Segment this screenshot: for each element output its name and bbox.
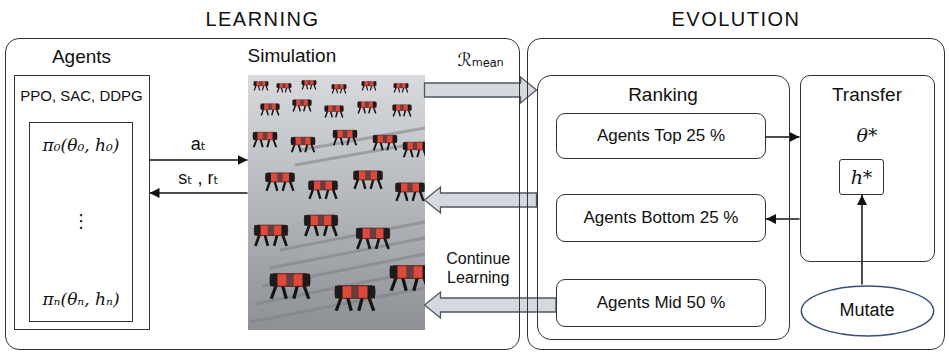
robot-figure <box>403 142 425 157</box>
edge-label-anchor: aₜ <box>177 134 221 156</box>
robot-figure <box>356 228 389 249</box>
rank-group-box: Agents Top 25 % <box>556 113 766 159</box>
agents-box: AgentsPPO, SAC, DDPGπ₀(θ₀, h₀)⋮πₙ(θₙ, hₙ… <box>14 75 150 330</box>
robot-figure <box>261 104 280 116</box>
robot-figure <box>270 274 310 299</box>
group-label: Agents Top 25 % <box>597 126 725 146</box>
robot-figure <box>304 215 337 236</box>
robot-figure <box>358 102 377 114</box>
robot-figure <box>325 106 344 118</box>
ellipse-shape <box>801 286 933 336</box>
floor <box>248 75 425 330</box>
robot-figure <box>266 173 295 191</box>
panel: EVOLUTIONRankingAgents Top 25 %Agents Bo… <box>527 38 945 350</box>
policy-box: π₀(θ₀, h₀) ⋮ πₙ(θₙ, hₙ) <box>29 122 133 322</box>
robot-figure <box>335 286 375 311</box>
arrow-connector <box>766 218 800 220</box>
robot-figure <box>390 266 425 291</box>
group-label: Agents Mid 50 % <box>597 293 726 313</box>
edge-label: sₜ , rₜ <box>178 168 219 190</box>
robot-figure <box>253 132 277 147</box>
simulation-scene <box>248 75 425 330</box>
terrain-stairs <box>250 128 425 322</box>
panel-heading: EVOLUTION <box>671 7 800 31</box>
arrow-connector <box>861 195 863 285</box>
box-heading: Simulation <box>248 45 337 68</box>
robot-figure <box>254 81 268 90</box>
robot-figure <box>309 181 338 199</box>
policy-formula: π₀(θ₀, h₀) <box>43 135 120 155</box>
robot-figure <box>393 105 412 117</box>
box-heading: Ranking <box>628 84 698 107</box>
arrow-connector <box>150 192 248 194</box>
edge-label: aₜ <box>191 134 206 156</box>
rank-group-box: Agents Mid 50 % <box>556 279 766 327</box>
box-heading: Transfer <box>832 84 902 107</box>
robot-figure <box>396 183 425 201</box>
robot-figure <box>293 100 312 112</box>
parameter-symbol: θ* <box>857 124 878 147</box>
robot-figure <box>291 137 315 152</box>
arrow-connector <box>766 136 800 138</box>
hyperparameter-box: h* <box>839 159 884 195</box>
rank-group-box: Agents Bottom 25 % <box>556 194 766 242</box>
robot-figure <box>394 83 408 92</box>
robot-figure <box>354 171 383 189</box>
robot-figure <box>332 84 346 93</box>
edge-label: ℛₘₑₐₙ <box>457 50 503 72</box>
robot-figure <box>362 81 376 90</box>
operation-label: Mutate <box>839 300 894 322</box>
edge-label-anchor: Continue Learning <box>442 249 514 287</box>
arrow-connector <box>150 159 248 161</box>
robot-figure <box>254 225 287 246</box>
ranking-box: RankingAgents Top 25 % Agents Bottom 25 %… <box>537 75 790 340</box>
connector-group <box>150 77 863 318</box>
mutate-ellipse: Mutate <box>800 285 935 337</box>
panel-heading: LEARNING <box>205 7 319 31</box>
parameter-symbol: h* <box>851 166 873 189</box>
edge-label-anchor: sₜ , rₜ <box>164 168 234 190</box>
edge-label-anchor: ℛₘₑₐₙ <box>446 50 516 72</box>
policy-formula: πₙ(θₙ, hₙ) <box>42 289 119 309</box>
simulation-view: Simulation <box>248 75 425 330</box>
box-heading: Agents <box>52 46 111 69</box>
algorithm-list: PPO, SAC, DDPG <box>20 87 143 105</box>
edge-label: Continue Learning <box>442 249 514 287</box>
panel: LEARNINGAgentsPPO, SAC, DDPGπ₀(θ₀, h₀)⋮π… <box>5 38 520 350</box>
robot-figure <box>302 80 316 89</box>
robot-figure <box>333 130 357 145</box>
ellipsis-dots: ⋮ <box>72 211 90 233</box>
robot-figure <box>373 135 397 150</box>
robot-figure <box>277 83 291 92</box>
group-label: Agents Bottom 25 % <box>584 208 739 228</box>
transfer-box: Transfer θ* h* <box>800 75 935 262</box>
